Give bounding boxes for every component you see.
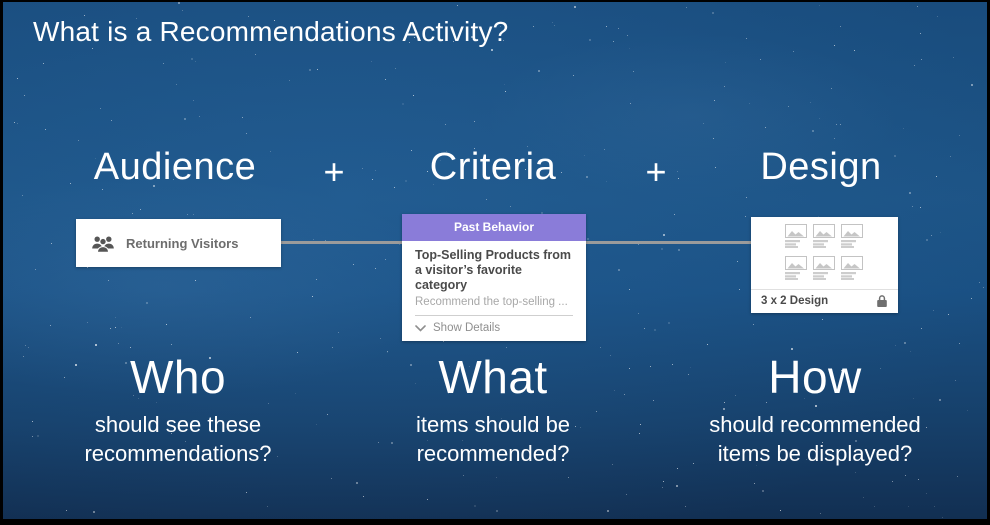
design-card-label: 3 x 2 Design	[761, 295, 829, 307]
show-details-button[interactable]: Show Details	[415, 322, 573, 334]
design-thumbnail	[840, 224, 865, 253]
design-thumbnail	[812, 256, 837, 285]
page-title: What is a Recommendations Activity?	[33, 16, 509, 47]
criteria-subtitle: Recommend the top-selling ...	[415, 296, 568, 308]
question-who: Who should see these recommendations?	[56, 350, 301, 468]
audience-card-label: Returning Visitors	[126, 235, 239, 251]
design-thumbnail	[784, 256, 809, 285]
divider	[415, 315, 573, 316]
audience-group-icon	[91, 233, 115, 254]
criteria-card-body: Top-Selling Products from a visitor’s fa…	[402, 241, 586, 341]
design-thumbnail	[784, 224, 809, 253]
design-thumbnail	[812, 224, 837, 253]
heading-audience: Audience	[93, 146, 257, 188]
question-caption-how: should recommended items be displayed?	[709, 412, 921, 466]
plus-icon: +	[645, 151, 667, 192]
question-word-who: Who	[129, 351, 227, 403]
plus-icon: +	[323, 151, 345, 192]
show-details-label: Show Details	[433, 322, 501, 334]
heading-design: Design	[760, 146, 882, 188]
question-word-what: What	[438, 351, 548, 403]
chevron-down-icon	[415, 324, 426, 332]
design-thumbnail	[840, 256, 865, 285]
design-thumbnail-grid	[751, 217, 898, 289]
audience-card[interactable]: Returning Visitors	[76, 219, 281, 267]
design-card-footer: 3 x 2 Design	[751, 289, 898, 313]
question-what: What items should be recommended?	[378, 350, 608, 468]
question-how: How should recommended items be displaye…	[699, 350, 931, 468]
criteria-card-header: Past Behavior	[402, 214, 586, 241]
heading-criteria: Criteria	[429, 146, 557, 188]
criteria-card[interactable]: Past Behavior Top-Selling Products from …	[402, 214, 586, 341]
question-word-how: How	[768, 351, 862, 403]
question-caption-who: should see these recommendations?	[84, 412, 272, 466]
question-caption-what: items should be recommended?	[415, 412, 571, 466]
criteria-title: Top-Selling Products from a visitor’s fa…	[415, 248, 572, 292]
design-card[interactable]: 3 x 2 Design	[751, 217, 898, 313]
lock-icon	[876, 294, 888, 308]
